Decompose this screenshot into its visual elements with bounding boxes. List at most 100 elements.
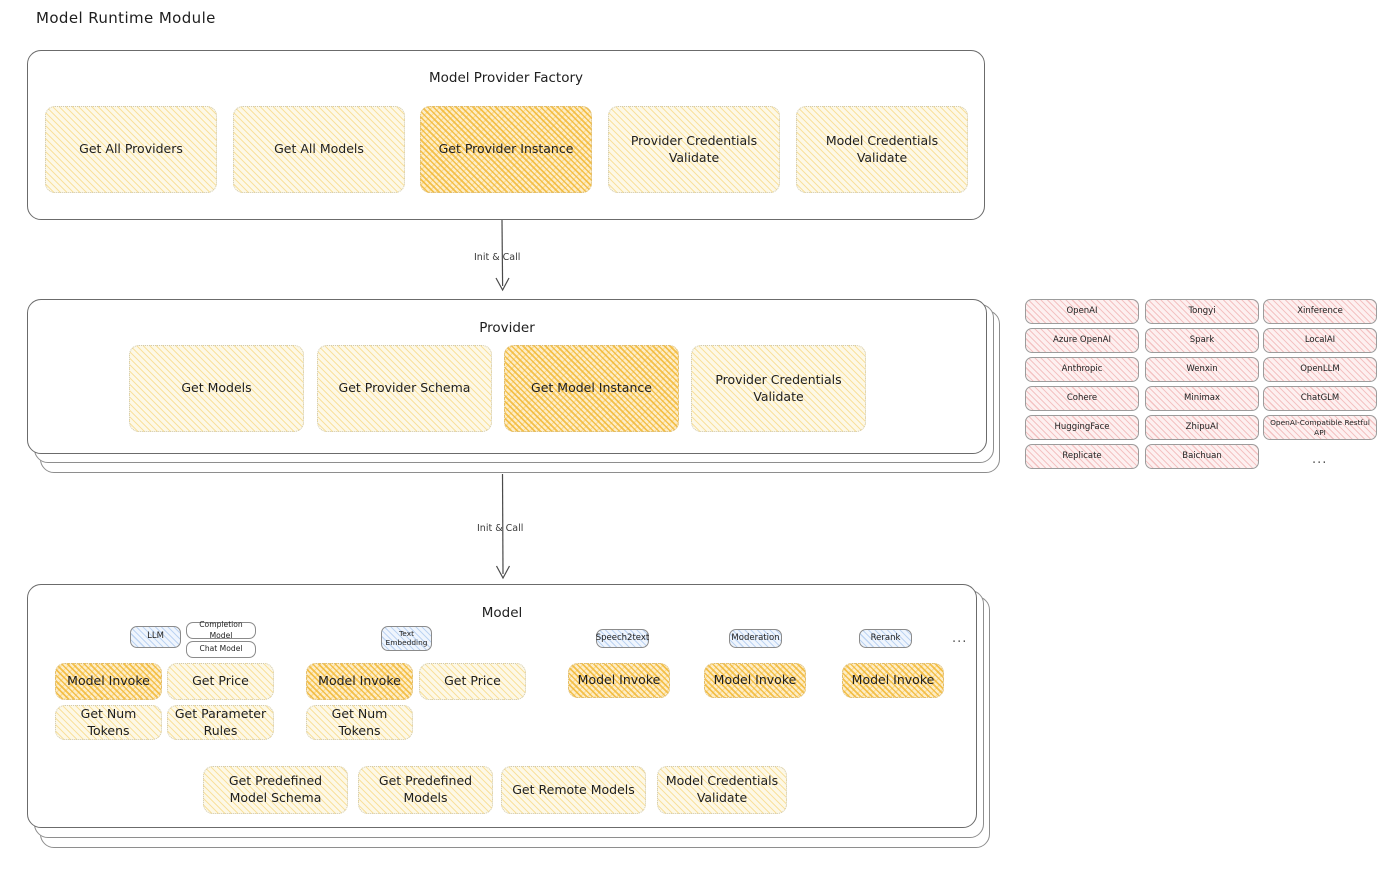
model-action-text-embedding-model-invoke[interactable]: Model Invoke — [306, 663, 413, 700]
model-action-label: Get Price — [444, 673, 501, 689]
provider-chip-localai[interactable]: LocalAI — [1263, 328, 1377, 353]
provider-chip-chatglm[interactable]: ChatGLM — [1263, 386, 1377, 411]
factory-item-provider-credentials-validate[interactable]: Provider Credentials Validate — [608, 106, 780, 193]
model-common-action-label: Get Predefined Model Schema — [228, 773, 323, 805]
provider-chip-label: OpenAI-Compatible Restful API — [1270, 417, 1370, 437]
provider-item-get-provider-schema[interactable]: Get Provider Schema — [317, 345, 492, 432]
provider-chip-spark[interactable]: Spark — [1145, 328, 1259, 353]
provider-item-get-models[interactable]: Get Models — [129, 345, 304, 432]
provider-chip-label: Tongyi — [1188, 305, 1216, 316]
model-common-action-get-predefined-model-schema[interactable]: Get Predefined Model Schema — [203, 766, 348, 814]
factory-item-label: Model Credentials Validate — [825, 132, 939, 165]
model-action-text-embedding-get-price[interactable]: Get Price — [419, 663, 526, 700]
model-action-llm-get-price[interactable]: Get Price — [167, 663, 274, 700]
model-common-action-get-remote-models[interactable]: Get Remote Models — [501, 766, 646, 814]
factory-item-label: Get Provider Instance — [438, 141, 574, 157]
provider-chip-label: OpenLLM — [1300, 363, 1340, 374]
provider-chip-cohere[interactable]: Cohere — [1025, 386, 1139, 411]
model-action-label: Get Num Tokens — [331, 705, 388, 738]
provider-chip-wenxin[interactable]: Wenxin — [1145, 357, 1259, 382]
provider-item-get-model-instance[interactable]: Get Model Instance — [504, 345, 679, 432]
model-common-action-get-predefined-models[interactable]: Get Predefined Models — [358, 766, 493, 814]
model-common-action-model-credentials-validate[interactable]: Model Credentials Validate — [657, 766, 787, 814]
model-action-llm-get-num-tokens[interactable]: Get Num Tokens — [55, 705, 162, 740]
model-title: Model — [481, 605, 523, 621]
provider-item-label: Provider Credentials Validate — [715, 371, 842, 404]
model-type-badge-llm[interactable]: LLM — [130, 626, 181, 648]
provider-chip-baichuan[interactable]: Baichuan — [1145, 444, 1259, 469]
model-action-label: Model Invoke — [851, 672, 935, 688]
model-action-label: Model Invoke — [713, 672, 797, 688]
model-subtype-badge-completion-model[interactable]: Completion Model — [186, 620, 256, 640]
model-action-moderation-model-invoke[interactable]: Model Invoke — [704, 663, 806, 698]
model-subtype-badge-chat-model[interactable]: Chat Model — [186, 641, 256, 658]
factory-item-get-provider-instance[interactable]: Get Provider Instance — [420, 106, 592, 193]
model-common-action-label: Get Predefined Models — [378, 773, 473, 805]
provider-chip-label: Minimax — [1184, 392, 1220, 403]
model-provider-factory-title: Model Provider Factory — [428, 70, 583, 86]
model-type-label: Rerank — [870, 632, 901, 643]
model-type-badge-speech2text[interactable]: Speech2text — [596, 629, 649, 648]
model-types-more: ... — [952, 631, 968, 646]
provider-chip-zhipuai[interactable]: ZhipuAI — [1145, 415, 1259, 440]
provider-item-label: Get Provider Schema — [338, 380, 471, 396]
provider-chip-label: Cohere — [1066, 392, 1098, 403]
factory-item-label: Get All Models — [274, 141, 364, 157]
provider-chip-label: Anthropic — [1061, 363, 1103, 374]
provider-chip-label: ChatGLM — [1300, 392, 1340, 403]
model-type-label: Speech2text — [595, 632, 650, 643]
factory-item-get-all-providers[interactable]: Get All Providers — [45, 106, 217, 193]
provider-chip-replicate[interactable]: Replicate — [1025, 444, 1139, 469]
model-action-label: Get Parameter Rules — [174, 705, 267, 738]
model-type-label: Moderation — [731, 632, 780, 643]
provider-chip-xinference[interactable]: Xinference — [1263, 299, 1377, 324]
provider-chip-huggingface[interactable]: HuggingFace — [1025, 415, 1139, 440]
model-action-label: Get Price — [192, 673, 249, 689]
provider-chip-label: OpenAI — [1066, 305, 1098, 316]
factory-item-model-credentials-validate[interactable]: Model Credentials Validate — [796, 106, 968, 193]
model-type-badge-rerank[interactable]: Rerank — [859, 629, 912, 648]
model-type-badge-text-embedding[interactable]: Text Embedding — [381, 626, 432, 651]
model-type-label: LLM — [147, 631, 164, 642]
factory-item-get-all-models[interactable]: Get All Models — [233, 106, 405, 193]
arrow-label-init-and-call-2: Init & Call — [477, 523, 524, 534]
provider-chip-openai[interactable]: OpenAI — [1025, 299, 1139, 324]
arrow-label-init-and-call-1: Init & Call — [474, 252, 521, 263]
provider-chip-label: Replicate — [1062, 450, 1102, 461]
provider-chip-label: Spark — [1189, 334, 1215, 345]
arrow-provider-to-model — [495, 474, 511, 580]
model-common-action-label: Get Remote Models — [512, 781, 635, 797]
arrow-factory-to-provider — [495, 220, 510, 292]
provider-chip-anthropic[interactable]: Anthropic — [1025, 357, 1139, 382]
model-type-label: Text Embedding — [385, 628, 428, 647]
model-action-text-embedding-get-num-tokens[interactable]: Get Num Tokens — [306, 705, 413, 740]
provider-chip-label: Azure OpenAI — [1053, 334, 1111, 345]
page-title: Model Runtime Module — [36, 9, 216, 27]
provider-chip-openai-compatible-restful-api[interactable]: OpenAI-Compatible Restful API — [1263, 415, 1377, 440]
provider-chip-label: Xinference — [1297, 305, 1343, 316]
provider-chip-label: Baichuan — [1182, 450, 1222, 461]
provider-chip-label: Wenxin — [1186, 363, 1218, 374]
provider-chip-openllm[interactable]: OpenLLM — [1263, 357, 1377, 382]
provider-chip-label: LocalAI — [1304, 334, 1336, 345]
model-action-rerank-model-invoke[interactable]: Model Invoke — [842, 663, 944, 698]
provider-chip-label: HuggingFace — [1054, 421, 1110, 432]
provider-item-provider-credentials-validate[interactable]: Provider Credentials Validate — [691, 345, 866, 432]
model-action-speech2text-model-invoke[interactable]: Model Invoke — [568, 663, 670, 698]
provider-chip-minimax[interactable]: Minimax — [1145, 386, 1259, 411]
model-action-llm-get-parameter-rules[interactable]: Get Parameter Rules — [167, 705, 274, 740]
model-subtype-label: Completion Model — [199, 620, 243, 640]
provider-item-label: Get Model Instance — [531, 380, 652, 396]
provider-item-label: Get Models — [181, 380, 252, 396]
model-subtype-label: Chat Model — [199, 644, 243, 654]
factory-item-label: Get All Providers — [79, 141, 183, 157]
model-action-label: Model Invoke — [577, 672, 661, 688]
model-action-llm-model-invoke[interactable]: Model Invoke — [55, 663, 162, 700]
model-action-label: Model Invoke — [318, 673, 401, 689]
provider-chip-tongyi[interactable]: Tongyi — [1145, 299, 1259, 324]
factory-item-label: Provider Credentials Validate — [630, 132, 758, 165]
provider-chip-azure-openai[interactable]: Azure OpenAI — [1025, 328, 1139, 353]
model-action-label: Model Invoke — [67, 673, 150, 689]
model-type-badge-moderation[interactable]: Moderation — [729, 629, 782, 648]
provider-title: Provider — [479, 320, 535, 336]
